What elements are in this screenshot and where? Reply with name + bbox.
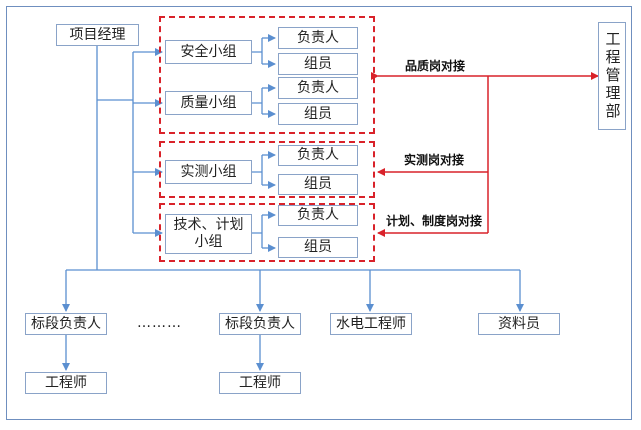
diagram-frame (6, 6, 632, 420)
section-leader-node-1: 标段负责人 (25, 313, 107, 335)
group-frame-measure (159, 141, 375, 198)
tech-group-node: 技术、计划 小组 (165, 214, 252, 254)
quality-branch (252, 88, 263, 114)
group-frame-safety-quality (159, 16, 375, 134)
measure-branch (252, 155, 263, 185)
measure-group-node: 实测小组 (165, 160, 252, 184)
relation-plan-label: 计划、制度岗对接 (386, 214, 483, 228)
engineer-node-1: 工程师 (25, 372, 107, 394)
tech-member-node: 组员 (278, 237, 358, 258)
group-frame-tech (159, 203, 375, 262)
safety-branch (252, 38, 263, 64)
quality-leader-node: 负责人 (278, 77, 358, 99)
project-manager-node: 项目经理 (56, 24, 139, 46)
engineering-dept-node: 工程管理部 (598, 22, 626, 130)
tech-leader-node: 负责人 (278, 205, 358, 226)
tech-group-line1: 技术、计划 (173, 217, 244, 233)
safety-member-node: 组员 (278, 53, 358, 75)
group-bus (97, 52, 134, 233)
tech-group-line2: 小组 (194, 234, 223, 250)
quality-member-node: 组员 (278, 103, 358, 125)
section-leader-node-2: 标段负责人 (219, 313, 301, 335)
tech-branch (252, 215, 263, 248)
safety-group-node: 安全小组 (165, 40, 252, 64)
relation-quality-label: 品质岗对接 (405, 59, 466, 73)
measure-leader-node: 负责人 (278, 145, 358, 166)
mep-engineer-node: 水电工程师 (330, 313, 412, 335)
ellipsis-text: ……… (137, 315, 182, 331)
safety-leader-node: 负责人 (278, 27, 358, 49)
relation-measure-label: 实测岗对接 (404, 153, 465, 167)
engineering-dept-label: 工程管理部 (603, 31, 622, 121)
quality-group-node: 质量小组 (165, 91, 252, 115)
engineer-node-2: 工程师 (219, 372, 301, 394)
document-clerk-node: 资料员 (478, 313, 560, 335)
measure-member-node: 组员 (278, 174, 358, 195)
